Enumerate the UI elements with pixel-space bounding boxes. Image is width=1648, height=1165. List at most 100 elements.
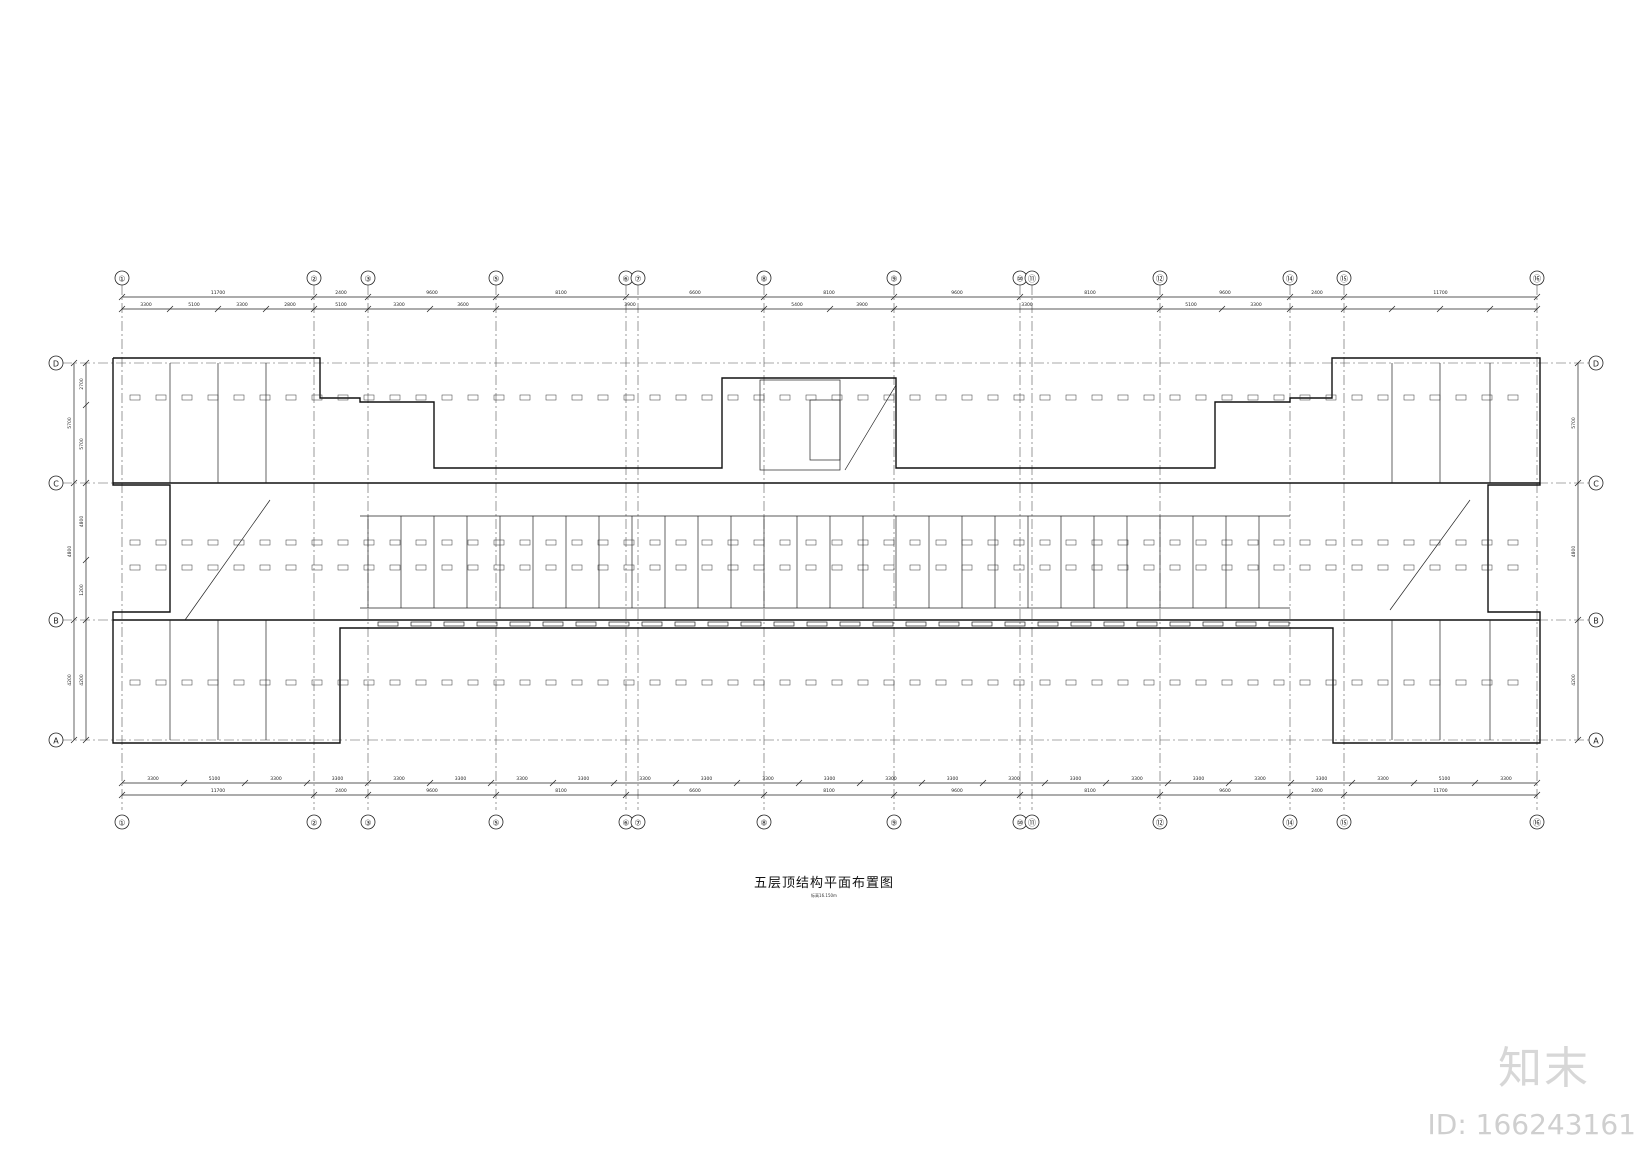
dim-tick xyxy=(1156,791,1164,799)
slab-tag xyxy=(1403,679,1415,686)
slab-tag xyxy=(1325,679,1337,686)
slab-tag xyxy=(1247,679,1259,686)
slab-tag xyxy=(181,539,193,546)
dim-label: 1200 xyxy=(79,584,85,596)
slab-tag xyxy=(493,394,505,401)
slab-tag xyxy=(1169,539,1181,546)
axis-bubble xyxy=(1529,270,1545,286)
dim-label: 3300 xyxy=(1070,776,1082,782)
slab-tag xyxy=(207,564,219,571)
dim-label: 8100 xyxy=(1084,290,1096,296)
axis-bubble xyxy=(756,270,772,286)
dim-label: 9600 xyxy=(426,788,438,794)
dim-tick xyxy=(1486,305,1494,313)
dim-tick xyxy=(622,791,630,799)
slab-tag xyxy=(883,679,895,686)
dim-tick xyxy=(1225,779,1233,787)
axis-bubble xyxy=(48,732,64,748)
slab-tag xyxy=(1247,539,1259,546)
axis-bubble xyxy=(360,814,376,830)
slab-tag xyxy=(1429,539,1441,546)
slab-tag xyxy=(415,679,427,686)
dim-tick xyxy=(82,736,90,744)
dim-tick xyxy=(1218,305,1226,313)
slab-tag xyxy=(1481,539,1493,546)
dim-tick xyxy=(492,791,500,799)
slab-tag xyxy=(987,564,999,571)
dim-label: 3300 xyxy=(762,776,774,782)
dim-tick xyxy=(70,616,78,624)
slab-tag xyxy=(1429,679,1441,686)
slab-tag xyxy=(1481,679,1493,686)
slab-tag xyxy=(1065,679,1077,686)
slab-tag xyxy=(571,679,583,686)
dim-label: 3300 xyxy=(1377,776,1389,782)
slab-tag xyxy=(987,679,999,686)
slab-tag xyxy=(1039,679,1051,686)
dim-tick xyxy=(70,479,78,487)
dim-tick xyxy=(82,401,90,409)
dim-label: 3900 xyxy=(624,302,636,308)
slab-tag xyxy=(545,679,557,686)
dim-tick xyxy=(1410,779,1418,787)
slab-tag xyxy=(571,539,583,546)
window xyxy=(1004,621,1026,627)
slab-tag xyxy=(805,539,817,546)
slab-tag xyxy=(727,679,739,686)
axis-bubble xyxy=(1282,814,1298,830)
axis-label: ⑤ xyxy=(492,275,499,284)
window xyxy=(377,621,399,627)
dim-label: 9600 xyxy=(1219,290,1231,296)
slab-tag xyxy=(1455,679,1467,686)
slab-tag xyxy=(831,564,843,571)
dim-label: 2700 xyxy=(79,378,85,390)
slab-tag xyxy=(1351,679,1363,686)
slab-tag xyxy=(233,564,245,571)
slab-tag xyxy=(285,394,297,401)
axis-bubble xyxy=(114,814,130,830)
slab-tag xyxy=(675,564,687,571)
dim-tick xyxy=(1016,791,1024,799)
axis-label: ② xyxy=(310,819,317,828)
axis-bubble xyxy=(48,355,64,371)
slab-tag xyxy=(1091,539,1103,546)
window xyxy=(1202,621,1224,627)
slab-tag xyxy=(1455,539,1467,546)
slab-tag xyxy=(961,564,973,571)
dim-tick xyxy=(760,293,768,301)
slab-tag xyxy=(1039,394,1051,401)
dim-label: 3300 xyxy=(1254,776,1266,782)
slab-tag xyxy=(337,539,349,546)
slab-tag xyxy=(597,679,609,686)
slab-tag xyxy=(1455,394,1467,401)
dim-label: 3300 xyxy=(1021,302,1033,308)
slab-tag xyxy=(909,539,921,546)
slab-tag xyxy=(1403,564,1415,571)
dim-label: 4800 xyxy=(1571,546,1577,558)
axis-label: ⑥ xyxy=(622,275,629,284)
slab-tag xyxy=(1143,564,1155,571)
slab-tag xyxy=(701,564,713,571)
slab-tag xyxy=(181,564,193,571)
window xyxy=(1235,621,1257,627)
slab-tag xyxy=(1377,564,1389,571)
window xyxy=(410,621,432,627)
slab-tag xyxy=(285,679,297,686)
slab-tag xyxy=(467,394,479,401)
axis-label: ⑯ xyxy=(1533,819,1541,828)
axis-label: ⑩ xyxy=(1016,819,1023,828)
dim-label: 3300 xyxy=(140,302,152,308)
dim-tick xyxy=(180,779,188,787)
slab-tag xyxy=(649,679,661,686)
slab-tag xyxy=(1403,539,1415,546)
dim-label: 8100 xyxy=(823,290,835,296)
dim-label: 5100 xyxy=(1439,776,1451,782)
slab-tag xyxy=(1351,394,1363,401)
dim-label: 9600 xyxy=(426,290,438,296)
slab-tag xyxy=(753,539,765,546)
slab-tag xyxy=(363,564,375,571)
slab-tag xyxy=(935,539,947,546)
slab-tag xyxy=(1507,539,1519,546)
slab-tag xyxy=(181,394,193,401)
slab-tag xyxy=(701,679,713,686)
